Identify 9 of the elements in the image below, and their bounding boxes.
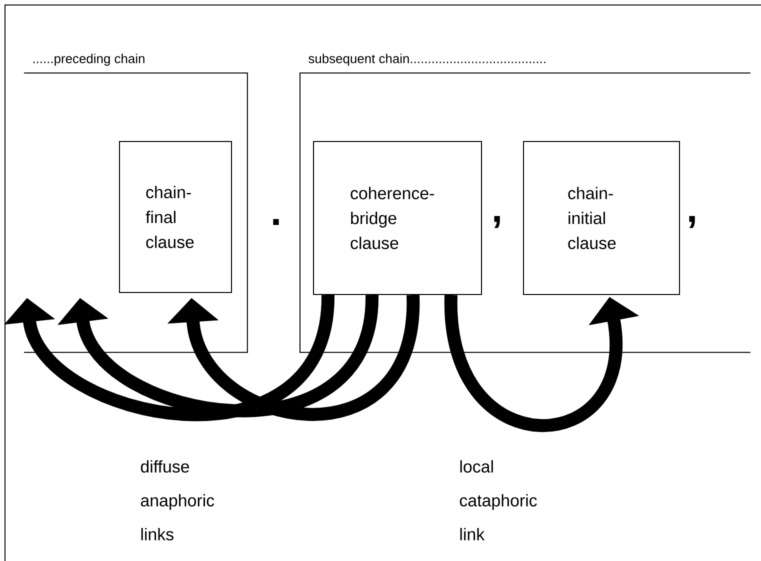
clause-box: chain-initial clause xyxy=(523,141,680,295)
clause-box: chain-final clause xyxy=(119,141,232,293)
link-label: local cataphoric link xyxy=(460,460,537,540)
curved-arrow xyxy=(167,294,420,421)
link-label: diffuse anaphoric links xyxy=(140,460,214,540)
punctuation-mark: . xyxy=(273,219,279,225)
curved-arrow xyxy=(4,294,334,421)
punctuation-mark: , xyxy=(494,216,500,228)
clause-box: coherence-bridge clause xyxy=(313,141,482,295)
